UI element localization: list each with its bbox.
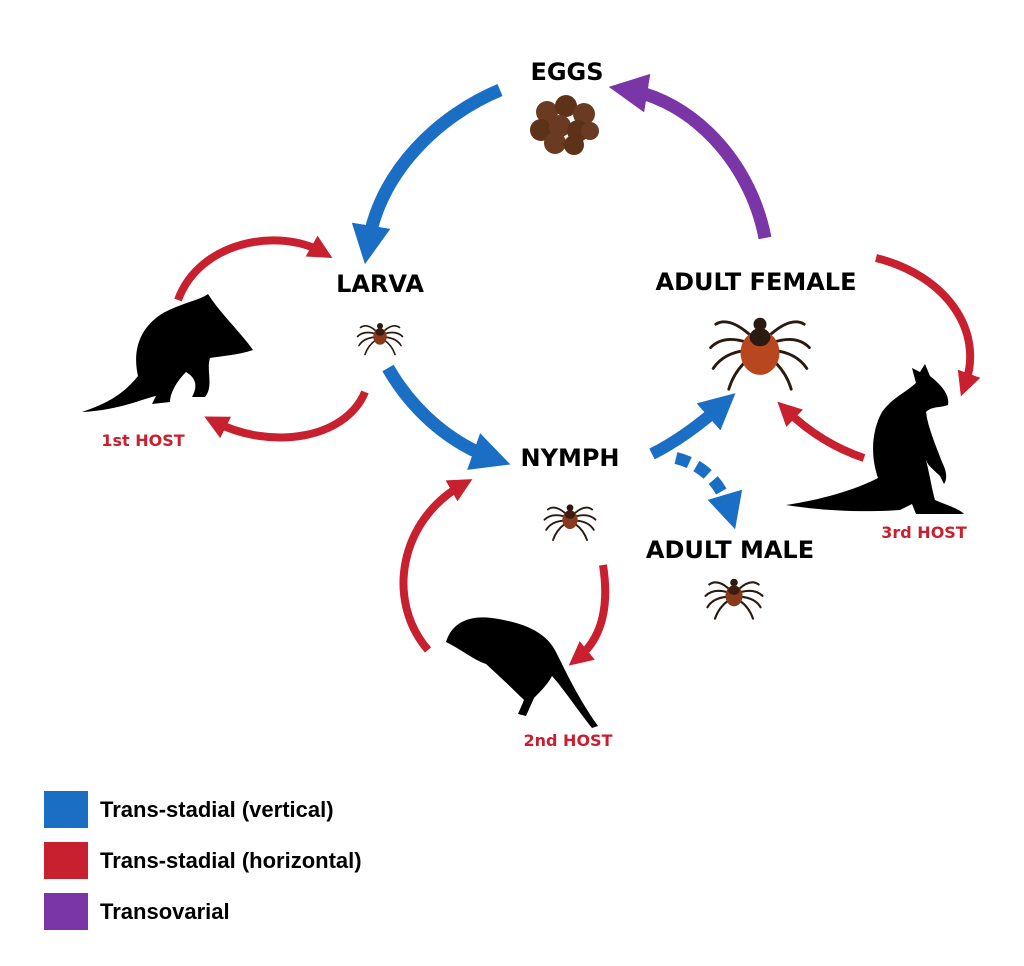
arrow-host2-to-nymph (399, 479, 473, 653)
nymph-label: NYMPH (520, 444, 619, 472)
rat-silhouette-icon (446, 617, 598, 728)
legend-swatch-transovarial (44, 893, 88, 930)
arrow-eggs-to-larva (351, 84, 503, 265)
legend: Trans-stadial (vertical) Trans-stadial (… (44, 784, 362, 937)
larva-tick-icon (356, 322, 404, 356)
larva-label: LARVA (336, 270, 424, 298)
egg-cluster-icon (530, 95, 599, 155)
arrow-nymph-to-male (674, 452, 743, 530)
bandicoot-silhouette-icon (82, 294, 253, 412)
arrow-female-to-eggs (608, 73, 772, 240)
first-host-label: 1st HOST (101, 431, 184, 450)
legend-item-vertical: Trans-stadial (vertical) (44, 784, 362, 835)
legend-label-horizontal: Trans-stadial (horizontal) (100, 847, 362, 873)
legend-item-transovarial: Transovarial (44, 886, 362, 937)
second-host-label: 2nd HOST (524, 731, 613, 750)
legend-label-vertical: Trans-stadial (vertical) (100, 796, 334, 822)
arrow-larva-to-host1 (204, 390, 369, 442)
adult-male-tick-icon (704, 577, 764, 620)
arrow-larva-to-nymph (382, 364, 511, 470)
arrow-host1-to-larva (174, 235, 333, 302)
adult-female-label: ADULT FEMALE (656, 268, 857, 296)
nymph-tick-icon (543, 503, 597, 542)
arrow-nymph-to-female (649, 393, 736, 460)
legend-label-transovarial: Transovarial (100, 898, 230, 924)
eggs-label: EGGS (530, 58, 603, 86)
legend-item-horizontal: Trans-stadial (horizontal) (44, 835, 362, 886)
arrow-nymph-to-host2 (568, 564, 610, 666)
legend-swatch-vertical (44, 791, 88, 828)
adult-female-tick-icon (709, 317, 811, 391)
legend-swatch-horizontal (44, 842, 88, 879)
kangaroo-silhouette-icon (786, 364, 964, 514)
adult-male-label: ADULT MALE (646, 536, 814, 564)
third-host-label: 3rd HOST (881, 523, 967, 542)
arrow-host3-to-female (777, 401, 866, 462)
arrow-female-to-host3 (875, 254, 981, 397)
